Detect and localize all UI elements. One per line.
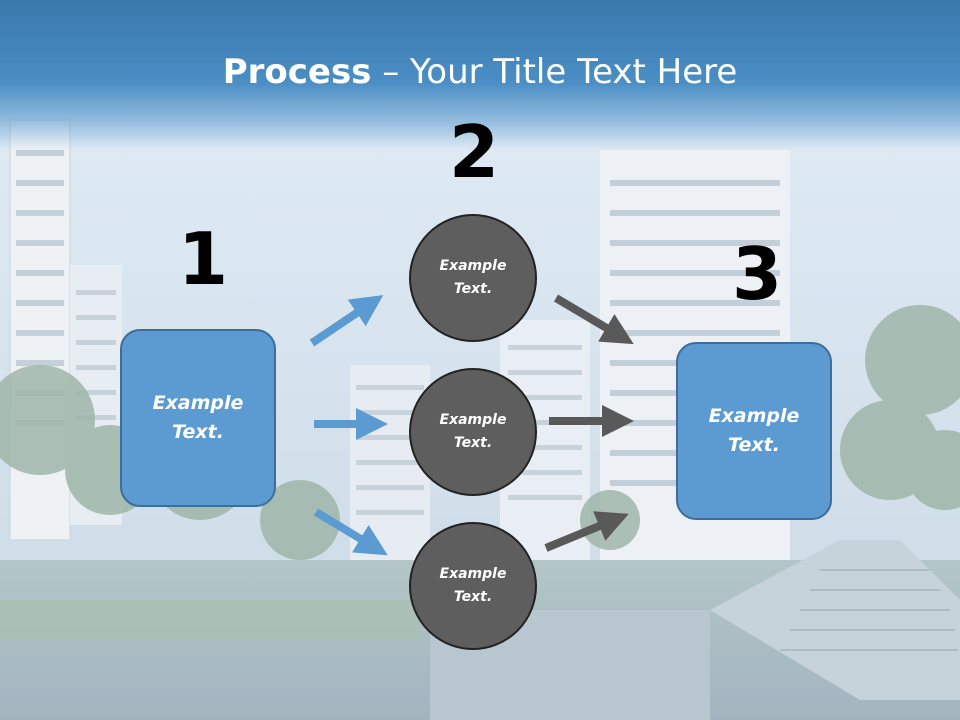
circle-top-text: Example Text. (439, 258, 507, 297)
arrow-box-to-top-circle (309, 295, 384, 347)
circle-middle-text: Example Text. (439, 412, 507, 451)
process-circle-top: Example Text. (409, 214, 537, 342)
title-rest: – Your Title Text Here (371, 52, 738, 92)
slide-title: Process – Your Title Text Here (0, 52, 960, 92)
arrow-top-circle-to-box (553, 294, 634, 345)
title-bar (0, 0, 960, 150)
process-circle-middle: Example Text. (409, 368, 537, 496)
process-box-left: Example Text. (120, 329, 276, 507)
circle-bottom-text: Example Text. (439, 566, 507, 605)
process-circle-bottom: Example Text. (409, 522, 537, 650)
box-right-text: Example Text. (708, 405, 800, 456)
process-box-right: Example Text. (676, 342, 832, 520)
step-number-3: 3 (732, 232, 783, 316)
arrow-bottom-circle-to-box (544, 511, 629, 552)
step-number-2: 2 (449, 110, 500, 194)
arrow-box-to-bottom-circle (313, 508, 388, 556)
title-bold: Process (222, 52, 372, 92)
box-left-text: Example Text. (152, 392, 244, 443)
step-number-1: 1 (178, 217, 229, 301)
